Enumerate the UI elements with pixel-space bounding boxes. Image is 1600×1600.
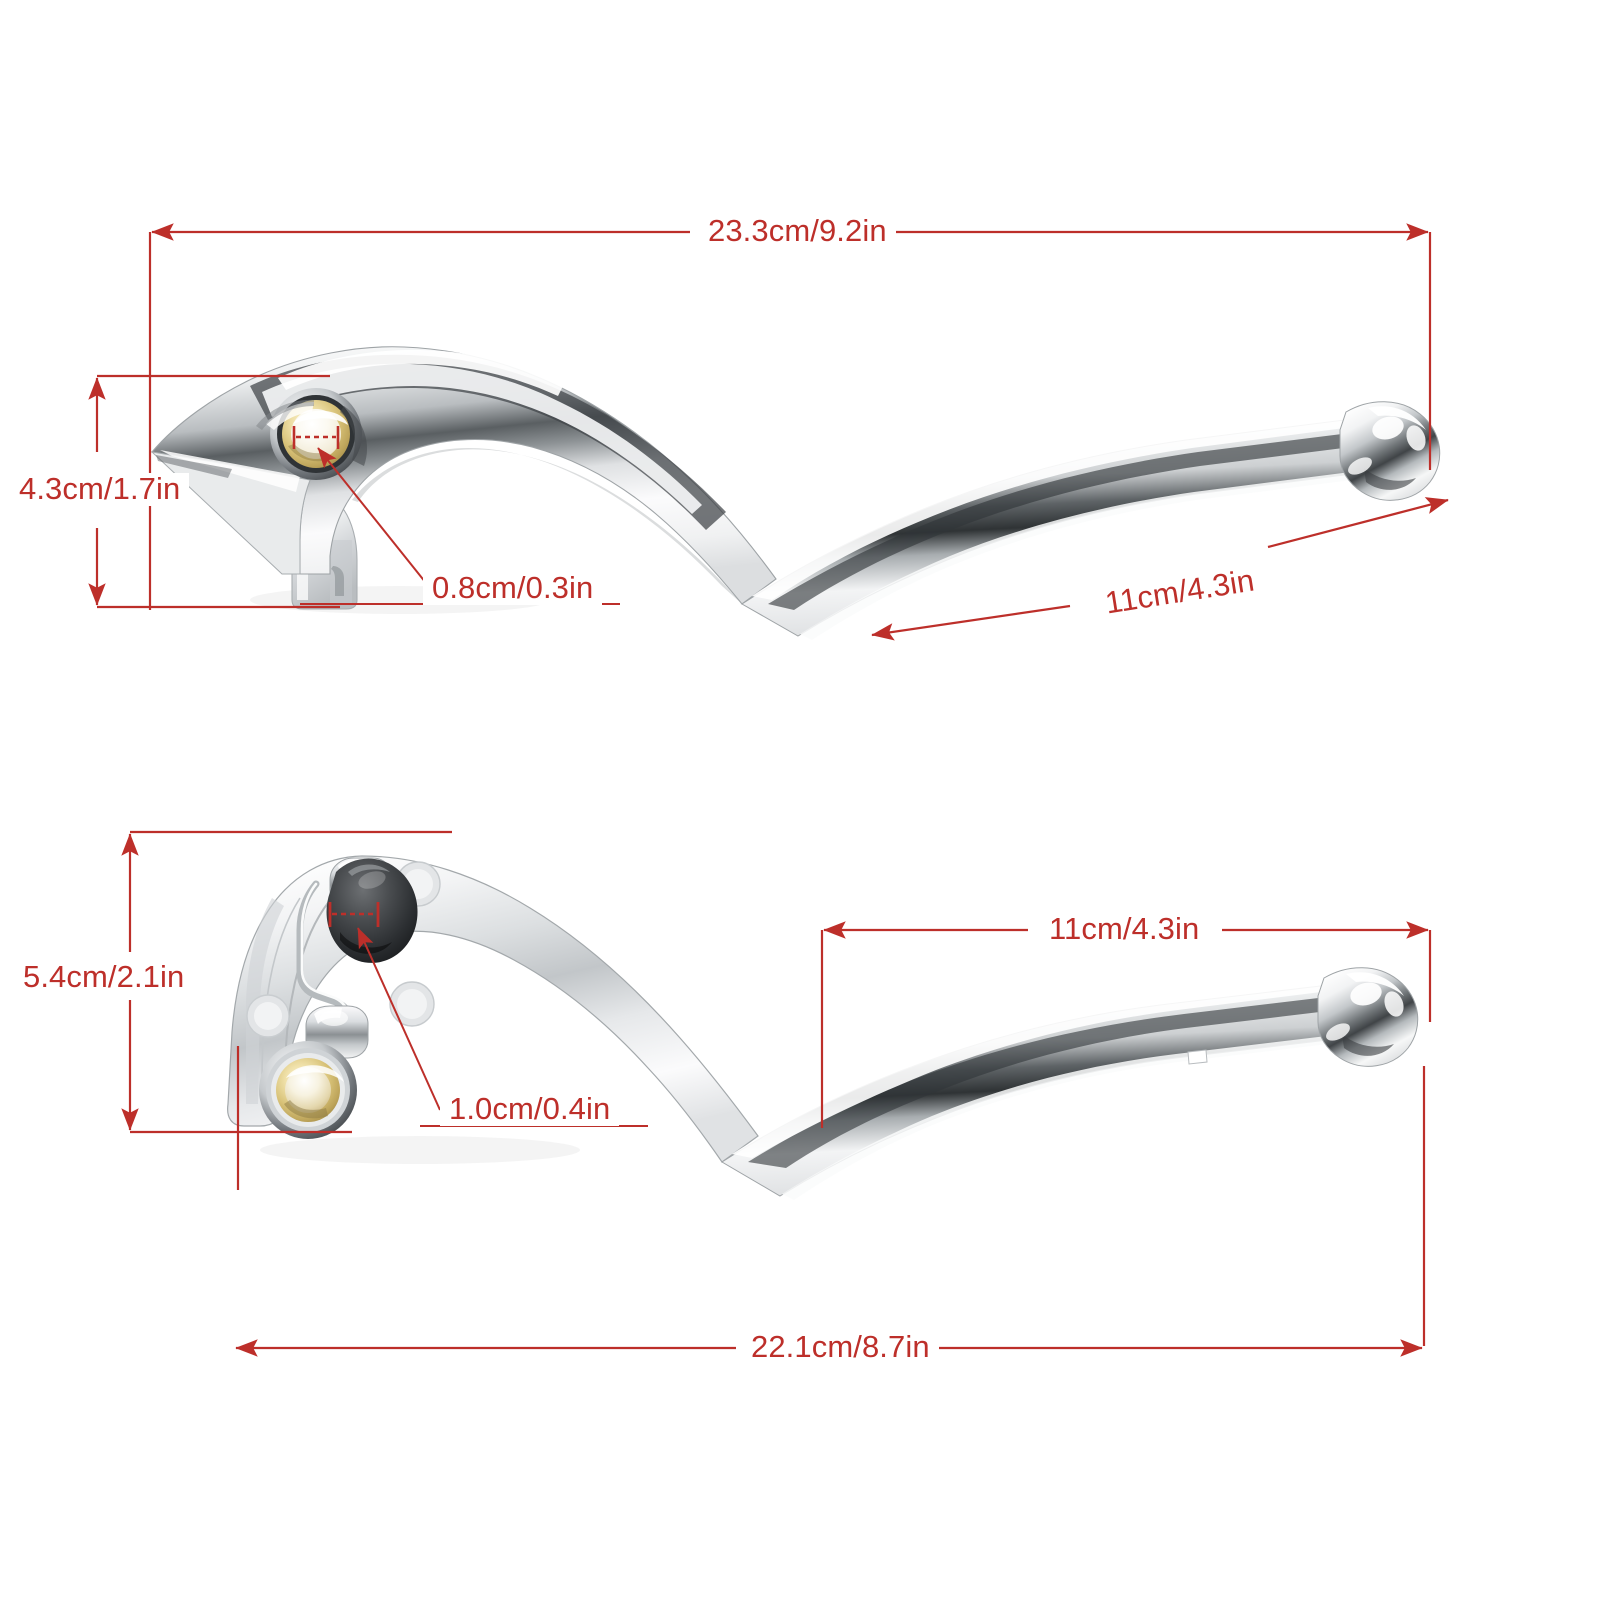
upper-height-label: 4.3cm/1.7in	[10, 472, 190, 506]
lower-height-label: 5.4cm/2.1in	[14, 960, 194, 994]
lower-lever-tip	[1317, 967, 1419, 1067]
lower-blade-notch	[1187, 1049, 1208, 1065]
upper-bore-label: 0.8cm/0.3in	[423, 571, 603, 605]
upper-blade-dim-lower	[871, 604, 1071, 641]
upper-blade-dim-upper	[1267, 497, 1449, 549]
upper-lever-illustration	[150, 346, 1441, 640]
lower-adjuster-leader	[357, 927, 441, 1111]
lower-overall-label: 22.1cm/8.7in	[742, 1330, 939, 1364]
upper-overall-label: 23.3cm/9.2in	[699, 214, 896, 248]
lower-adjuster-label: 1.0cm/0.4in	[440, 1092, 620, 1126]
upper-lever-tip	[1339, 401, 1441, 501]
upper-bore-leader	[317, 447, 431, 589]
lower-lever-adjuster-knob	[326, 858, 418, 963]
lower-lever-dimensions	[121, 830, 1432, 1357]
lower-blade-label: 11cm/4.3in	[1040, 912, 1209, 946]
lower-lever-pivot-bore	[259, 1041, 357, 1139]
